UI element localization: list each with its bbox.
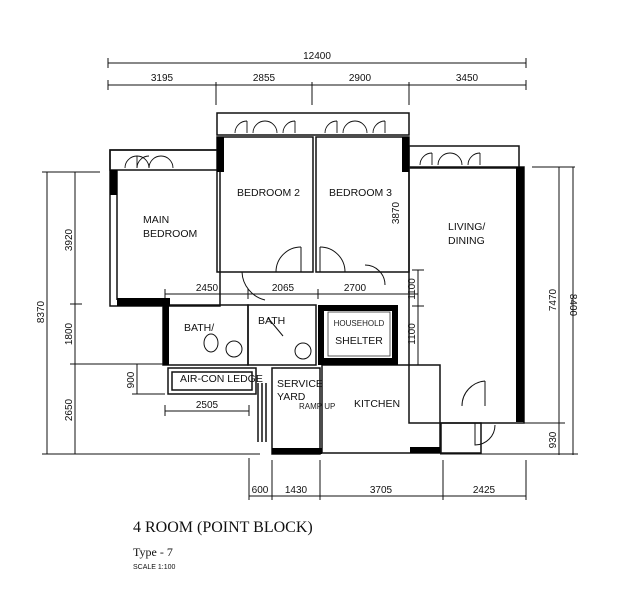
dim-bottom-4: 2425 [473, 485, 496, 496]
dim-top-4: 3450 [456, 73, 479, 84]
dim-left-total: 8370 [36, 300, 47, 323]
room-bath2: BATH [258, 315, 285, 327]
room-shelter-line2: SHELTER [335, 335, 383, 347]
room-main-bedroom-line1: MAIN [143, 214, 169, 226]
dim-right-3: 930 [548, 431, 559, 448]
dim-left-1: 3920 [64, 228, 75, 251]
room-main-bedroom-line2: BEDROOM [143, 228, 197, 240]
dimension-lines [42, 58, 578, 500]
room-aircon-ledge: AIR-CON LEDGE [180, 373, 263, 385]
windows [124, 120, 481, 169]
dim-mid-2: 2065 [272, 283, 295, 294]
dim-mid-3: 2700 [344, 283, 367, 294]
room-shelter-line1: HOUSEHOLD [334, 319, 385, 328]
dim-bottom-3: 3705 [370, 485, 393, 496]
doors [241, 246, 496, 446]
room-living-line2: DINING [448, 235, 485, 247]
dim-bottom-1: 600 [252, 485, 269, 496]
plan-scale: SCALE 1:100 [133, 564, 176, 571]
dim-mid-1: 2450 [196, 283, 219, 294]
dim-left-inner: 900 [126, 371, 137, 388]
dim-left-3: 2650 [64, 398, 75, 421]
plan-title: 4 ROOM (POINT BLOCK) [133, 519, 313, 536]
dim-top-1: 3195 [151, 73, 174, 84]
household-shelter [327, 311, 391, 357]
dim-shelter-v2: 1100 [407, 323, 418, 345]
room-kitchen: KITCHEN [354, 398, 400, 410]
solid-walls [110, 137, 524, 454]
dim-shelter-v1: 1100 [407, 278, 418, 300]
dim-top-3: 2900 [349, 73, 372, 84]
dim-bottom-2: 1430 [285, 485, 308, 496]
plan-type: Type - 7 [133, 545, 173, 559]
dim-bedroom3-depth: 3870 [391, 201, 402, 224]
ramp-label: RAMP UP [299, 402, 335, 411]
dim-right-1: 7470 [548, 288, 559, 311]
room-living-line1: LIVING/ [448, 221, 485, 233]
room-bath1: BATH/ [184, 322, 214, 334]
dim-top-2: 2855 [253, 73, 276, 84]
room-service-line1: SERVICE [277, 378, 323, 390]
dim-aircon: 2505 [196, 400, 219, 411]
room-service-line2: YARD [277, 391, 306, 403]
dim-left-2: 1800 [64, 322, 75, 345]
room-bedroom2: BEDROOM 2 [237, 187, 300, 199]
dim-top-total: 12400 [303, 51, 331, 62]
dim-right-2: 8400 [567, 294, 578, 317]
room-bedroom3: BEDROOM 3 [329, 187, 392, 199]
fixtures [203, 317, 312, 360]
